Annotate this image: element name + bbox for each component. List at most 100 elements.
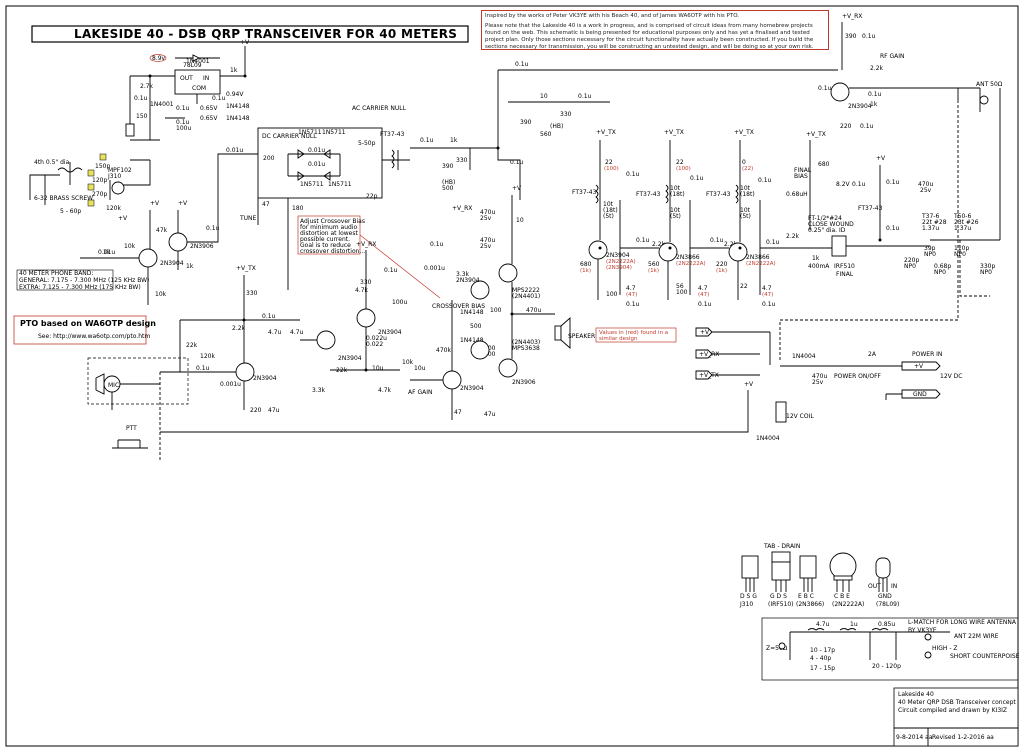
svg-text:+V: +V <box>118 215 128 222</box>
svg-text:0.001u: 0.001u <box>220 381 241 388</box>
svg-text:0.1u: 0.1u <box>710 237 724 244</box>
svg-text:10k: 10k <box>402 359 414 366</box>
svg-text:0.1u: 0.1u <box>698 301 712 308</box>
svg-text:10k: 10k <box>155 291 167 298</box>
svg-text:23t #26: 23t #26 <box>954 219 979 226</box>
svg-text:(100): (100) <box>676 166 691 172</box>
svg-text:+V_TX: +V_TX <box>699 372 719 379</box>
balanced-modulator: DC CARRIER NULL AC CARRIER NULL 200 1N57… <box>239 105 410 290</box>
svg-text:180: 180 <box>292 205 304 212</box>
svg-text:SPEAKER 8Ω: SPEAKER 8Ω <box>568 333 606 340</box>
phone-band-extra: EXTRA: 7.125 - 7.300 MHz (175 KHz BW) <box>19 284 141 291</box>
svg-text:1N4148: 1N4148 <box>226 115 250 122</box>
phone-band-general: GENERAL: 7.175 - 7.300 MHz (125 KHz BW) <box>19 277 149 284</box>
svg-text:0.1u: 0.1u <box>818 85 832 92</box>
svg-text:10t: 10t <box>603 201 614 208</box>
svg-text:(IRF510): (IRF510) <box>768 601 794 608</box>
svg-text:for minimum audio: for minimum audio <box>300 224 357 231</box>
svg-text:25v: 25v <box>920 187 932 194</box>
svg-text:2N3906: 2N3906 <box>190 243 214 250</box>
svg-text:10t: 10t <box>670 185 681 192</box>
svg-text:17 - 15p: 17 - 15p <box>810 665 835 672</box>
svg-text:2.2k: 2.2k <box>870 65 884 72</box>
svg-text:1k: 1k <box>103 249 111 256</box>
svg-text:470u: 470u <box>480 209 495 216</box>
svg-text:+V: +V <box>700 329 710 336</box>
svg-text:150: 150 <box>136 113 148 120</box>
svg-text:12V COIL: 12V COIL <box>786 413 814 420</box>
svg-text:0.1u: 0.1u <box>860 123 874 130</box>
svg-text:J310: J310 <box>107 173 121 180</box>
svg-text:10: 10 <box>540 93 548 100</box>
svg-text:10 - 17p: 10 - 17p <box>810 647 835 654</box>
svg-text:4.7u: 4.7u <box>268 329 282 336</box>
svg-text:(2N2222A): (2N2222A) <box>832 601 864 608</box>
svg-text:330p: 330p <box>980 263 995 270</box>
svg-text:0.01u: 0.01u <box>98 249 115 256</box>
svg-text:+V: +V <box>240 39 250 46</box>
lmatch-section: L-MATCH FOR LONG WIRE ANTENNA BY VK3YE 4… <box>761 617 1020 681</box>
svg-text:220p: 220p <box>904 257 919 264</box>
svg-text:0.1u: 0.1u <box>212 95 226 102</box>
svg-text:100u: 100u <box>176 125 191 132</box>
svg-text:1N5711: 1N5711 <box>328 181 352 188</box>
svg-text:110p: 110p <box>954 245 969 252</box>
svg-text:+V_TX: +V_TX <box>596 129 616 136</box>
svg-text:0.01u: 0.01u <box>308 147 325 154</box>
svg-text:2.2k: 2.2k <box>652 241 666 248</box>
svg-text:1N5711: 1N5711 <box>298 129 322 136</box>
svg-text:2N3904: 2N3904 <box>378 329 402 336</box>
svg-text:1N4004: 1N4004 <box>792 353 816 360</box>
svg-text:22: 22 <box>740 283 748 290</box>
svg-text:10u: 10u <box>372 365 384 372</box>
svg-text:DC CARRIER NULL: DC CARRIER NULL <box>262 133 317 140</box>
svg-text:1N4148: 1N4148 <box>226 103 250 110</box>
svg-text:AC CARRIER NULL: AC CARRIER NULL <box>352 105 407 112</box>
project-note-text: Please note that the Lakeside 40 is a wo… <box>485 23 814 50</box>
svg-text:IRF510: IRF510 <box>834 263 855 270</box>
svg-text:+V_TX: +V_TX <box>734 129 754 136</box>
svg-text:1k: 1k <box>230 67 238 74</box>
svg-text:0.1u: 0.1u <box>626 301 640 308</box>
svg-text:(1k): (1k) <box>580 268 591 274</box>
svg-text:GND: GND <box>878 593 892 600</box>
svg-text:0.68uH: 0.68uH <box>786 191 808 198</box>
svg-text:560: 560 <box>648 261 660 268</box>
svg-text:(5t): (5t) <box>670 213 681 220</box>
svg-text:(18t): (18t) <box>670 191 685 198</box>
svg-text:CROSSOVER BIAS: CROSSOVER BIAS <box>432 303 485 310</box>
svg-text:POWER ON/OFF: POWER ON/OFF <box>834 373 882 380</box>
svg-text:(2N4401): (2N4401) <box>512 293 540 300</box>
svg-text:0.1u: 0.1u <box>758 177 772 184</box>
svg-text:0.1u: 0.1u <box>420 137 434 144</box>
svg-text:2N3904: 2N3904 <box>456 277 480 284</box>
svg-text:47k: 47k <box>156 227 168 234</box>
buffer-stage: 2N3904 2N3906 +V +V 47k 10k 0.1u 0.01u 1… <box>80 147 258 305</box>
svg-text:L-MATCH FOR LONG WIRE ANTENNA: L-MATCH FOR LONG WIRE ANTENNA <box>908 619 1017 626</box>
svg-text:FT37-43: FT37-43 <box>572 189 597 196</box>
svg-text:680: 680 <box>580 261 592 268</box>
svg-text:0.1u: 0.1u <box>262 313 276 320</box>
svg-text:4.7k: 4.7k <box>355 287 369 294</box>
svg-text:2N3866: 2N3866 <box>676 254 700 261</box>
svg-text:0.1u: 0.1u <box>762 301 776 308</box>
svg-text:22k: 22k <box>336 367 348 374</box>
svg-text:0.1u: 0.1u <box>515 61 529 68</box>
svg-text:200: 200 <box>263 155 275 162</box>
svg-text:390: 390 <box>845 33 857 40</box>
svg-text:0.65V: 0.65V <box>200 115 218 122</box>
svg-text:Z=50Ω: Z=50Ω <box>766 645 788 652</box>
mode-note: Values in (red) found in a <box>599 330 668 336</box>
pto-oscillator: 4th 0.5" dia. 6-32 BRASS SCREW MPF102 J3… <box>29 153 151 222</box>
svg-text:39p: 39p <box>924 245 936 252</box>
pto-url: See: http://www.wa6otp.com/pto.htm <box>38 333 150 340</box>
svg-text:(78L09): (78L09) <box>876 601 899 608</box>
svg-text:470u: 470u <box>526 307 541 314</box>
svg-text:2N3866: 2N3866 <box>746 254 770 261</box>
svg-text:10: 10 <box>516 217 524 224</box>
svg-text:100: 100 <box>490 307 502 314</box>
svg-text:0: 0 <box>742 159 746 166</box>
svg-text:0.1u: 0.1u <box>430 241 444 248</box>
svg-text:3.3k: 3.3k <box>456 271 470 278</box>
svg-text:4.7: 4.7 <box>698 285 708 292</box>
